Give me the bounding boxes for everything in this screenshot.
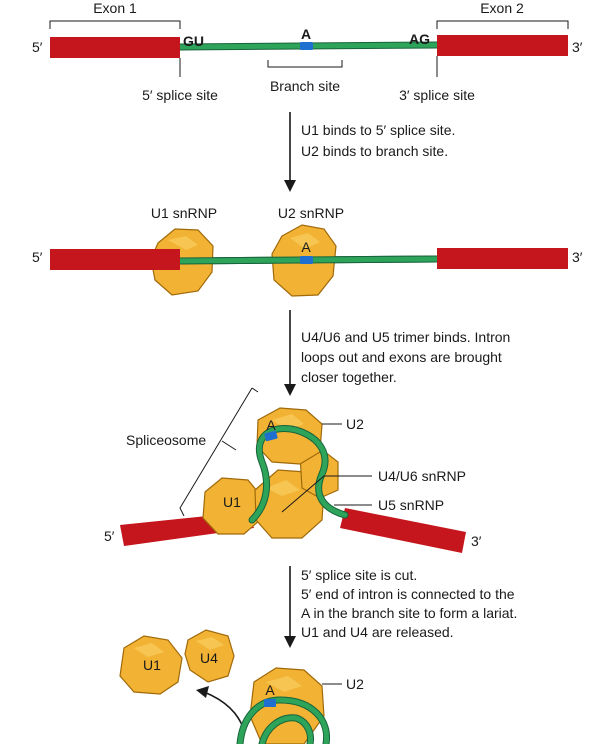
released-u4-label: U4 [200, 650, 218, 666]
a-label: A [265, 682, 275, 698]
step3: 5′ splice site is cut. 5′ end of intron … [284, 566, 517, 648]
step2-arrowhead [284, 384, 296, 396]
spliceosome-bracket-top [251, 387, 259, 393]
u4u6-label: U4/U6 snRNP [378, 468, 466, 484]
exon1 [50, 37, 180, 58]
spliceosome-bracket [179, 387, 253, 517]
three-prime-end: 3′ [572, 249, 583, 265]
branch-point-a [264, 430, 278, 442]
step2-line1: U4/U6 and U5 trimer binds. Intron [301, 329, 510, 345]
exon2-bracket [436, 20, 569, 29]
branch-point-a [300, 256, 313, 264]
step2-line2: loops out and exons are brought [301, 349, 502, 365]
intron-loop [249, 426, 348, 523]
step1: U1 binds to 5′ splice site. U2 binds to … [284, 112, 455, 192]
five-prime-end: 5′ [32, 249, 43, 265]
release-arrow [203, 691, 245, 731]
exon2 [340, 508, 466, 553]
lariat-inner [259, 715, 313, 744]
step1-line1: U1 binds to 5′ splice site. [301, 122, 455, 138]
u2-snrnp-label: U2 snRNP [278, 205, 344, 221]
panel-lariat: U1 U4 A U2 [119, 629, 364, 744]
exon2 [437, 248, 568, 269]
step3-arrowhead [284, 636, 296, 648]
branch-site-bracket [267, 60, 343, 68]
branch-point-a [264, 699, 276, 707]
step3-line3: A in the branch site to form a lariat. [301, 605, 517, 621]
u1-snrnp-label: U1 snRNP [151, 205, 217, 221]
ag-label: AG [409, 31, 430, 47]
exon1-label: Exon 1 [93, 0, 137, 16]
branch-site-label: Branch site [270, 78, 340, 94]
three-splice-label: 3′ splice site [399, 87, 475, 103]
u5-label: U5 snRNP [378, 497, 444, 513]
released-u1-blob [119, 635, 183, 695]
step1-line2: U2 binds to branch site. [301, 143, 448, 159]
exon1 [50, 249, 180, 270]
step2: U4/U6 and U5 trimer binds. Intron loops … [284, 310, 510, 396]
exon2-label: Exon 2 [480, 0, 524, 16]
five-prime-end: 5′ [104, 528, 115, 544]
step1-arrowhead [284, 180, 296, 192]
lariat [237, 697, 330, 744]
u4u6-leader [281, 475, 372, 513]
five-splice-label: 5′ splice site [142, 87, 218, 103]
u2-label: U2 [346, 416, 364, 432]
step3-line1: 5′ splice site is cut. [301, 567, 417, 583]
three-prime-end: 3′ [572, 39, 583, 55]
step3-line4: U1 and U4 are released. [301, 624, 454, 640]
gu-label: GU [183, 33, 204, 49]
u2-highlight [272, 414, 304, 430]
a-label: A [301, 239, 311, 255]
panel-pre-mrna: Exon 1 Exon 2 5′ 3′ GU AG A 5′ splice si… [32, 0, 583, 103]
u1-snrnp-highlight [168, 236, 198, 250]
step3-line2: 5′ end of intron is connected to the [301, 586, 515, 602]
panel-u1-u2-bound: U1 snRNP U2 snRNP 5′ 3′ A [32, 205, 583, 297]
u5-highlight [266, 480, 300, 496]
five-prime-end: 5′ [32, 39, 43, 55]
release-arrowhead [196, 686, 209, 698]
u2-highlight [266, 676, 302, 692]
u2-snrnp-highlight [290, 233, 320, 249]
exon2 [437, 35, 568, 56]
spliceosome-leader [221, 440, 237, 451]
three-prime-end: 3′ [471, 533, 482, 549]
u2-label: U2 [346, 676, 364, 692]
released-u1-highlight [134, 643, 164, 657]
u1-label: U1 [223, 494, 241, 510]
a-label: A [301, 26, 311, 42]
panel-spliceosome: Spliceosome 5′ 3′ A U1 U2 U4/U6 snRNP U5… [104, 387, 482, 553]
spliceosome-label: Spliceosome [126, 432, 206, 448]
step2-line3: closer together. [301, 369, 397, 385]
a-label: A [266, 417, 276, 433]
released-u1-label: U1 [143, 657, 161, 673]
released-u4-blob [184, 629, 235, 683]
released-u4-highlight [196, 637, 224, 650]
branch-point-a [300, 42, 313, 50]
exon1-bracket [49, 20, 181, 29]
